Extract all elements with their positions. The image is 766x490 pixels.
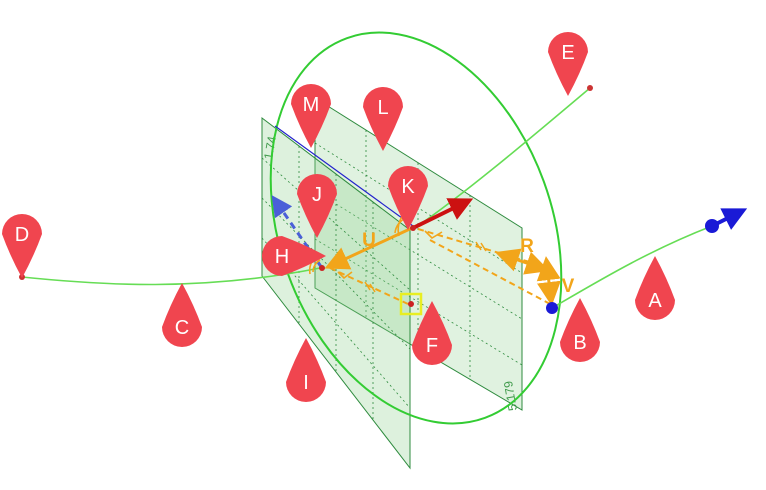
pin-a[interactable]: A — [635, 256, 675, 320]
dash-h-f — [329, 267, 409, 305]
curve-a-tangent-arrow — [711, 208, 748, 230]
pin-b-label: B — [573, 332, 586, 354]
pin-e[interactable]: E — [548, 32, 588, 96]
pin-m[interactable]: M — [291, 84, 331, 148]
pin-a-marker-shape — [635, 256, 675, 320]
pin-b[interactable]: B — [560, 298, 600, 362]
pin-i[interactable]: I — [286, 338, 326, 402]
pin-a-label: A — [648, 290, 662, 312]
pin-h-label: H — [275, 246, 289, 268]
pin-k-label: K — [401, 176, 415, 198]
vector-v-label: V — [562, 276, 575, 297]
equal-tick-marks — [364, 241, 487, 293]
point-e[interactable] — [587, 85, 593, 91]
point-f-highlight — [399, 292, 423, 316]
vector-r-label: R — [520, 236, 534, 257]
pin-j-label: J — [312, 184, 322, 206]
line-m-k — [274, 125, 414, 227]
pin-c-marker-shape — [162, 283, 202, 347]
pin-k-marker-shape — [388, 166, 428, 230]
pin-b-marker-shape — [560, 298, 600, 362]
vector-u — [324, 226, 413, 270]
pin-k[interactable]: K — [388, 166, 428, 230]
pin-h-marker-shape — [262, 236, 326, 276]
vector-v — [536, 256, 561, 306]
curve-a — [551, 225, 713, 309]
pin-f-marker-shape — [412, 301, 452, 365]
pin-d-marker-shape — [2, 214, 42, 278]
pin-m-marker-shape — [291, 84, 331, 148]
pin-c[interactable]: C — [162, 283, 202, 347]
pin-c-label: C — [175, 317, 189, 339]
pin-h[interactable]: H — [262, 236, 326, 276]
pin-m-label: M — [303, 94, 320, 116]
point-b[interactable] — [546, 302, 558, 314]
pin-d-label: D — [15, 224, 29, 246]
pin-e-marker-shape — [548, 32, 588, 96]
red-normal-arrow — [412, 198, 474, 230]
dash-k-b-lower — [429, 239, 553, 306]
vector-u-label: U — [362, 230, 376, 251]
pin-i-marker-shape — [286, 338, 326, 402]
pin-f[interactable]: F — [412, 301, 452, 365]
right-plane-dimension: 5.179 — [501, 380, 520, 412]
pin-d[interactable]: D — [2, 214, 42, 278]
curve-c — [21, 267, 321, 286]
point-k[interactable] — [410, 225, 416, 231]
curve-e — [414, 87, 591, 229]
pin-j-marker-shape — [297, 174, 337, 238]
pin-l[interactable]: L — [363, 87, 403, 151]
pin-j[interactable]: J — [297, 174, 337, 238]
point-f[interactable] — [408, 301, 414, 307]
point-h[interactable] — [319, 265, 325, 271]
pin-l-marker-shape — [363, 87, 403, 151]
pin-layer: A B C D E F H I J K L M — [2, 32, 675, 402]
pin-i-label: I — [303, 372, 309, 394]
pin-f-label: F — [426, 335, 438, 357]
pin-e-label: E — [561, 42, 574, 64]
left-plane — [261, 116, 411, 470]
pin-l-label: L — [377, 97, 388, 119]
